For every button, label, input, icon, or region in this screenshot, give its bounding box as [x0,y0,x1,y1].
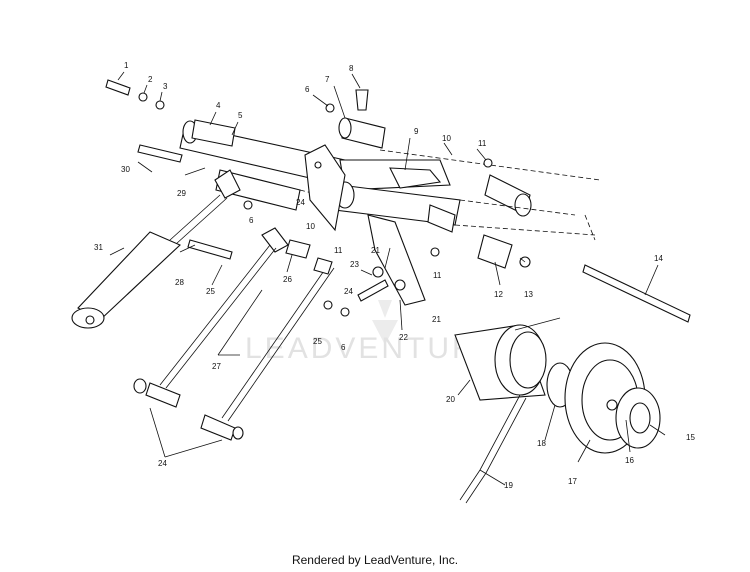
rod-assembly [133,227,335,441]
watermark-text: LEADVENTURE [245,332,500,365]
footer-credit: Rendered by LeadVenture, Inc. [291,553,459,567]
callout-15: 15 [686,433,695,442]
watermark-logo: LEADVENTURE [245,300,500,365]
callout-2: 2 [148,75,153,84]
callout-4: 4 [216,101,221,110]
callout-27: 27 [212,362,221,371]
callout-30: 30 [121,165,130,174]
callouts: 1 2 3 4 5 6 7 8 9 10 11 12 13 14 15 16 1… [94,61,695,490]
callout-6: 6 [305,85,310,94]
callout-9: 9 [414,127,419,136]
callout-14: 14 [654,254,663,263]
callout-3: 3 [163,82,168,91]
bracket-plate [304,144,442,232]
callout-11: 11 [478,139,487,148]
callout-21b: 21 [432,315,441,324]
callout-8: 8 [349,64,354,73]
callout-18: 18 [537,439,546,448]
callout-17: 17 [568,477,577,486]
shock-absorber [71,169,241,329]
callout-11c: 11 [433,271,442,280]
upper-arm-assembly [179,117,601,241]
callout-22: 22 [399,333,408,342]
callout-20: 20 [446,395,455,404]
callout-1: 1 [124,61,129,70]
callout-28: 28 [175,278,184,287]
callout-24c: 24 [158,459,167,468]
linkage-plate [367,214,426,306]
callout-10: 10 [442,134,451,143]
callout-16: 16 [625,456,634,465]
callout-24a: 24 [344,287,353,296]
callout-6b: 6 [249,216,254,225]
callout-25a: 25 [206,287,215,296]
callout-21a: 21 [371,246,380,255]
callout-25b: 25 [313,337,322,346]
callout-29: 29 [177,189,186,198]
callout-19: 19 [504,481,513,490]
fasteners [105,79,691,323]
callout-31: 31 [94,243,103,252]
callout-5: 5 [238,111,243,120]
leader-lines [109,71,666,486]
callout-12: 12 [494,290,503,299]
pulley-assembly [454,317,661,504]
callout-10b: 10 [306,222,315,231]
callout-23: 23 [350,260,359,269]
callout-7: 7 [325,75,330,84]
callout-13: 13 [524,290,533,299]
callout-11b: 11 [334,246,343,255]
callout-26: 26 [283,275,292,284]
callout-24b: 24 [296,198,305,207]
callout-6c: 6 [341,343,346,352]
